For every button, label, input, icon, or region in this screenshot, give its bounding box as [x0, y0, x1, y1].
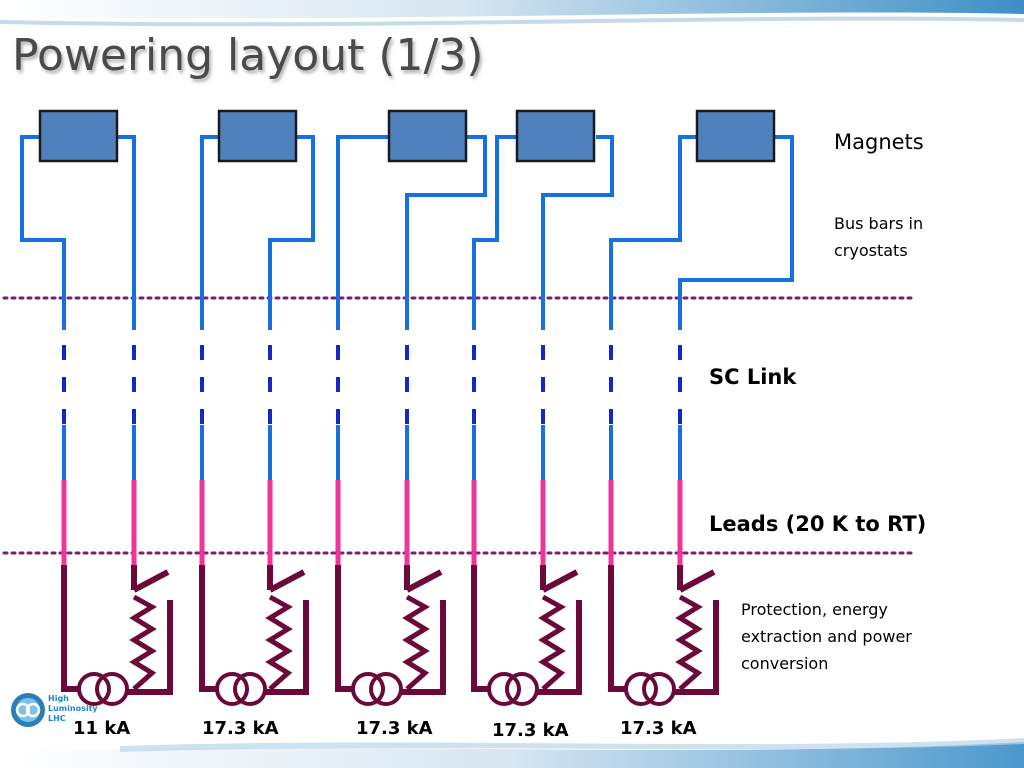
bus-bar [541, 135, 614, 330]
bus-bar [336, 135, 389, 330]
extraction-resistor [675, 594, 703, 691]
bus-bars-label: Bus bars in cryostats [834, 214, 924, 260]
magnet [387, 109, 468, 163]
extraction-resistor [265, 594, 293, 691]
extraction-resistor [402, 594, 430, 691]
power-conductor [335, 565, 354, 692]
bus-bar [268, 135, 315, 330]
circuit-current-label: 11 kA [73, 718, 131, 739]
bus-bar [609, 135, 697, 330]
extraction-switch [678, 569, 716, 593]
circuit-current-label: 17.3 kA [202, 718, 279, 739]
footer-swoosh-line [120, 738, 1024, 752]
transformer-coil [505, 672, 539, 706]
transformer-coil [351, 672, 385, 706]
extraction-switch [268, 569, 306, 593]
bus-bar [20, 135, 66, 330]
bus-bar [117, 135, 136, 330]
extraction-switch [405, 569, 443, 593]
transformer-coil [642, 672, 676, 706]
extraction-resistor [129, 594, 157, 691]
transformer-coil [624, 672, 658, 706]
bus-bar [200, 135, 219, 330]
circuit-current-label: 17.3 kA [356, 718, 433, 739]
magnets-label: Magnets [834, 130, 924, 154]
protection-label: Protection, energy extraction and power … [741, 600, 912, 673]
transformer-coil [77, 672, 111, 706]
sc-link-label: SC Link [709, 365, 797, 389]
hilumi-logo: High Luminosity LHC [8, 690, 118, 734]
circuit-current-label: 17.3 kA [492, 720, 569, 741]
header-swoosh [0, 0, 1024, 19]
transformer-coil [369, 672, 403, 706]
extraction-switch [541, 569, 579, 593]
bus-bar [405, 135, 487, 330]
bus-bar [678, 135, 794, 330]
transformer-coil [233, 672, 267, 706]
header-swoosh-line [0, 16, 1024, 27]
power-conductor [608, 565, 627, 692]
leads-label: Leads (20 K to RT) [709, 512, 927, 536]
slide-title: Powering layout (1/3) [12, 30, 484, 81]
magnet [217, 109, 298, 163]
magnet [695, 109, 776, 163]
extraction-switch [132, 569, 170, 593]
hilumi-logo-mark [11, 693, 45, 727]
power-conductor [61, 565, 80, 692]
transformer-coil [215, 672, 249, 706]
extraction-resistor [538, 594, 566, 691]
magnet [38, 109, 119, 163]
power-conductor [199, 565, 218, 692]
circuit-current-label: 17.3 kA [620, 718, 697, 739]
transformer-coil [487, 672, 521, 706]
hilumi-logo-text: High Luminosity LHC [48, 694, 98, 723]
magnet [515, 109, 596, 163]
bus-bar [472, 135, 517, 330]
power-conductor [471, 565, 490, 692]
